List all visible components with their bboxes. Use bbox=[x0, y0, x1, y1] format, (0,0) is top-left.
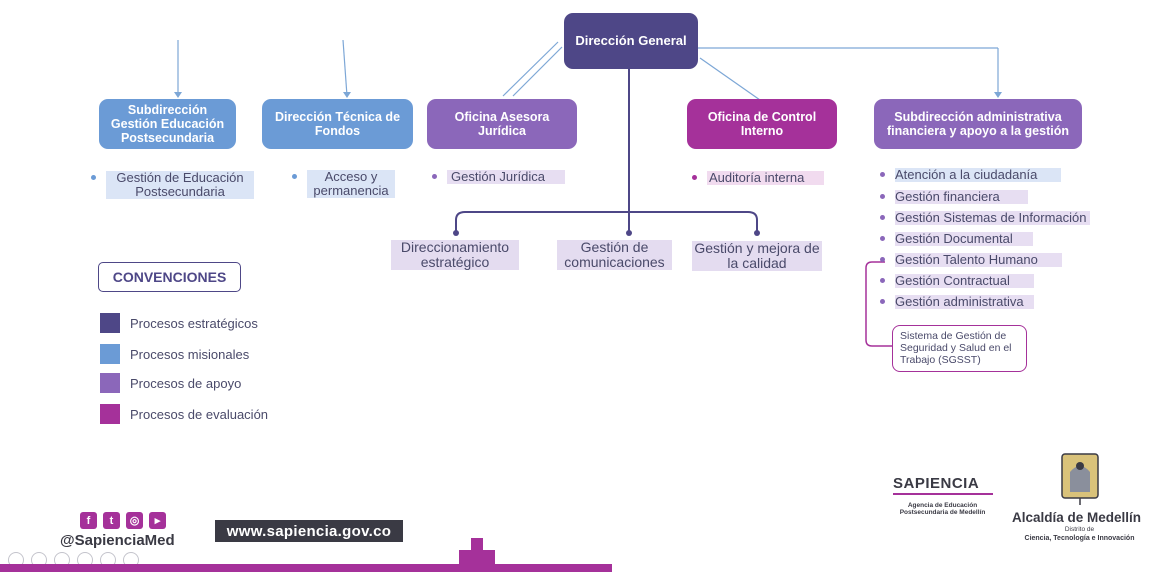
alcaldia-subtitle: Ciencia, Tecnología e Innovación bbox=[1024, 535, 1135, 542]
list-item: Gestión Contractual bbox=[880, 274, 1034, 288]
bullet-icon bbox=[692, 175, 697, 180]
process-auditoria-interna: Auditoría interna bbox=[707, 171, 825, 185]
legend-swatch-icon bbox=[100, 344, 120, 364]
facebook-icon[interactable]: f bbox=[80, 512, 97, 529]
bullet-icon bbox=[880, 236, 885, 241]
process-gestion-contractual: Gestión Contractual bbox=[895, 274, 1034, 288]
footer-bar bbox=[0, 564, 612, 572]
process-atencion-ciudadania: Atención a la ciudadanía bbox=[895, 168, 1062, 182]
box-direccion-general: Dirección General bbox=[564, 13, 698, 69]
legend-label: Procesos estratégicos bbox=[130, 315, 258, 331]
list-item: Gestión Talento Humano bbox=[880, 253, 1062, 267]
youtube-icon[interactable]: ▸ bbox=[149, 512, 166, 529]
website-link[interactable]: www.sapiencia.gov.co bbox=[215, 520, 403, 542]
legend-item: Procesos estratégicos bbox=[100, 313, 258, 333]
list-item: Gestión Documental bbox=[880, 232, 1033, 246]
process-direccionamiento: Direccionamiento estratégico bbox=[391, 240, 519, 270]
list-item: Atención a la ciudadanía bbox=[880, 168, 1062, 182]
legend-label: Procesos misionales bbox=[130, 346, 250, 362]
process-calidad: Gestión y mejora de la calidad bbox=[692, 241, 822, 271]
legend-item: Procesos de apoyo bbox=[100, 373, 241, 393]
list-item: Gestión Sistemas de Información bbox=[880, 211, 1091, 225]
sapiencia-subtitle: Agencia de Educación Postsecundaria de M… bbox=[899, 502, 986, 516]
process-acceso-permanencia: Acceso y permanencia bbox=[307, 170, 395, 198]
list-item: Gestión Jurídica bbox=[432, 170, 565, 184]
bullet-icon bbox=[432, 174, 437, 179]
sapiencia-logo: SAPIENCIA bbox=[893, 475, 980, 492]
social-handle[interactable]: @SapienciaMed bbox=[60, 532, 175, 549]
list-item: Auditoría interna bbox=[692, 171, 825, 185]
list-item: Gestión de Educación Postsecundaria bbox=[91, 171, 254, 199]
legend-swatch-icon bbox=[100, 373, 120, 393]
box-subdireccion-educacion: Subdirección Gestión Educación Postsecun… bbox=[99, 99, 236, 149]
medellin-shield-icon bbox=[1061, 453, 1099, 505]
box-oficina-juridica: Oficina Asesora Jurídica bbox=[427, 99, 577, 149]
bullet-icon bbox=[91, 175, 96, 180]
pixel-decoration bbox=[471, 538, 483, 550]
list-item: Acceso y permanencia bbox=[292, 170, 395, 198]
process-gestion-talento: Gestión Talento Humano bbox=[895, 253, 1062, 267]
process-gestion-educacion: Gestión de Educación Postsecundaria bbox=[106, 171, 254, 199]
bullet-icon bbox=[880, 172, 885, 177]
list-item: Gestión financiera bbox=[880, 190, 1028, 204]
conventions-title: CONVENCIONES bbox=[98, 262, 241, 292]
legend-label: Procesos de apoyo bbox=[130, 375, 242, 391]
instagram-icon[interactable]: ◎ bbox=[126, 512, 143, 529]
process-gestion-administrativa: Gestión administrativa bbox=[895, 295, 1034, 309]
legend-swatch-icon bbox=[100, 404, 120, 424]
bullet-icon bbox=[880, 194, 885, 199]
twitter-icon[interactable]: t bbox=[103, 512, 120, 529]
list-item: Gestión administrativa bbox=[880, 295, 1034, 309]
sgsst-box: Sistema de Gestión de Seguridad y Salud … bbox=[892, 325, 1027, 372]
alcaldia-logo: Alcaldía de Medellín bbox=[1012, 510, 1142, 525]
bullet-icon bbox=[880, 278, 885, 283]
process-gestion-juridica: Gestión Jurídica bbox=[447, 170, 565, 184]
legend-item: Procesos de evaluación bbox=[100, 404, 268, 424]
box-subdireccion-administrativa: Subdirección administrativa financiera y… bbox=[874, 99, 1082, 149]
box-direccion-fondos: Dirección Técnica de Fondos bbox=[262, 99, 413, 149]
box-control-interno: Oficina de Control Interno bbox=[687, 99, 837, 149]
bullet-icon bbox=[292, 174, 297, 179]
bullet-icon bbox=[880, 215, 885, 220]
legend-item: Procesos misionales bbox=[100, 344, 249, 364]
pixel-decoration bbox=[459, 550, 495, 564]
process-gestion-sistemas: Gestión Sistemas de Información bbox=[895, 211, 1091, 225]
process-gestion-financiera: Gestión financiera bbox=[895, 190, 1028, 204]
legend-swatch-icon bbox=[100, 313, 120, 333]
bullet-icon bbox=[880, 257, 885, 262]
bullet-icon bbox=[880, 299, 885, 304]
alcaldia-district: Distrito de bbox=[1064, 526, 1095, 533]
sapiencia-underline bbox=[893, 493, 993, 495]
process-gestion-documental: Gestión Documental bbox=[895, 232, 1033, 246]
legend-label: Procesos de evaluación bbox=[130, 406, 269, 422]
process-comunicaciones: Gestión de comunicaciones bbox=[557, 240, 672, 270]
